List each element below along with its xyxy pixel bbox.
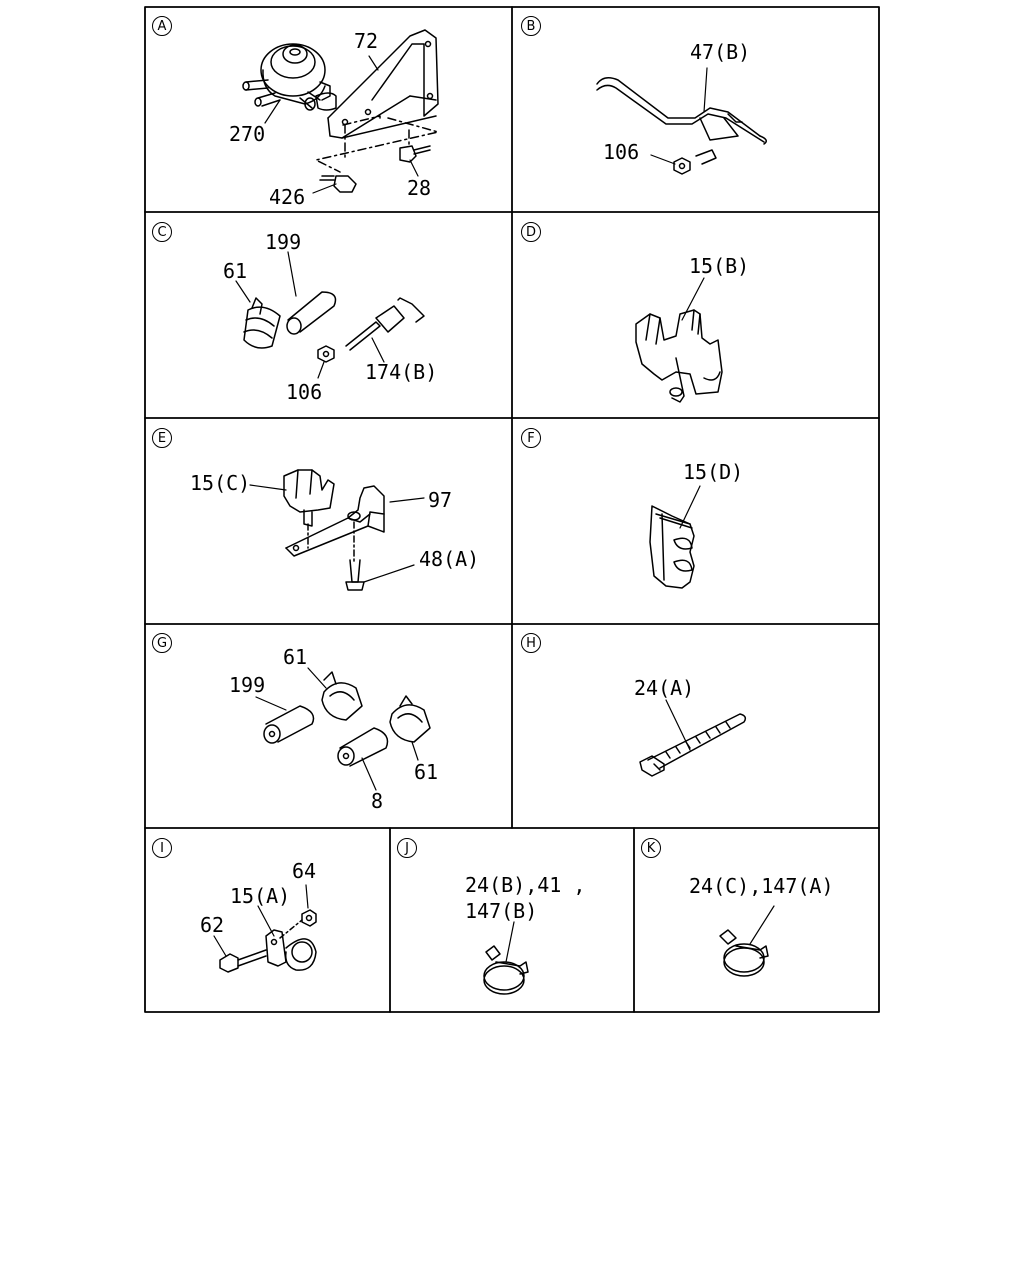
- label-15d: 15(D): [683, 460, 744, 484]
- pipe-47b: [596, 77, 767, 145]
- clip-61-g1: [321, 671, 363, 721]
- label-64: 64: [292, 859, 317, 883]
- leaders-a: [264, 55, 419, 194]
- clip-15c: [283, 469, 335, 527]
- panel-j-drawing: [483, 921, 529, 995]
- panel-k-tag: K: [641, 838, 661, 858]
- label-61-g1: 61: [283, 645, 308, 669]
- panel-a-tag: A: [152, 16, 172, 36]
- bracket-72: [315, 29, 439, 139]
- cable-tie-24a: [639, 713, 747, 777]
- panel-i-tag: I: [152, 838, 172, 858]
- leaders-b: [650, 67, 708, 165]
- panel-g-tag: G: [152, 633, 172, 653]
- label-61-c: 61: [223, 259, 248, 283]
- panel-e-drawing: [249, 469, 425, 591]
- leaders-j: [505, 921, 515, 963]
- grid-frame: [144, 6, 880, 1013]
- hose-clamp-k: [719, 929, 769, 977]
- label-15a: 15(A): [230, 884, 291, 908]
- label-199-c: 199: [265, 230, 302, 254]
- panel-d-drawing: [635, 277, 723, 403]
- label-62: 62: [200, 913, 225, 937]
- bolt-28: [399, 145, 431, 163]
- label-15b: 15(B): [689, 254, 750, 278]
- label-97: 97: [428, 488, 453, 512]
- bolt-48a: [307, 521, 355, 563]
- panel-f-tag: F: [521, 428, 541, 448]
- clip-15a: [265, 929, 317, 971]
- nut-106-c: [317, 345, 335, 363]
- leaders-f: [679, 485, 701, 529]
- label-106-b: 106: [603, 140, 640, 164]
- label-8: 8: [371, 789, 384, 813]
- leaders-k: [749, 905, 775, 945]
- clip-15d: [649, 505, 695, 589]
- tube-199-c: [286, 291, 337, 335]
- panel-c-drawing: [235, 251, 425, 379]
- hose-clamp-j: [483, 945, 529, 995]
- clip-61-c: [243, 297, 281, 349]
- bolt-62: [219, 949, 267, 973]
- leaders-c: [235, 251, 385, 379]
- clip-15b: [635, 309, 723, 403]
- label-174b: 174(B): [365, 360, 438, 384]
- leaders-h: [665, 699, 691, 751]
- label-24a: 24(A): [634, 676, 695, 700]
- label-426: 426: [269, 185, 306, 209]
- panel-j-tag: J: [397, 838, 417, 858]
- panel-h-drawing: [639, 699, 747, 777]
- mount-line-i: [279, 919, 303, 939]
- tube-8: [337, 727, 389, 767]
- label-48a: 48(A): [419, 547, 480, 571]
- label-270: 270: [229, 122, 266, 146]
- panel-b-tag: B: [521, 16, 541, 36]
- leaders-d: [681, 277, 705, 321]
- nut-106-b: [673, 149, 717, 175]
- panel-i-drawing: [213, 884, 317, 973]
- label-199-g: 199: [229, 673, 266, 697]
- panel-b-drawing: [596, 67, 767, 175]
- label-106-c: 106: [286, 380, 323, 404]
- panel-k-drawing: [719, 905, 775, 977]
- label-47b: 47(B): [690, 40, 751, 64]
- label-72: 72: [354, 29, 379, 53]
- label-28: 28: [407, 176, 432, 200]
- label-j-line2: 147(B): [465, 899, 538, 923]
- label-j-line1: 24(B),41 ,: [465, 873, 586, 897]
- panel-c-tag: C: [152, 222, 172, 242]
- panel-h-tag: H: [521, 633, 541, 653]
- leaders-e: [249, 484, 425, 583]
- panel-g-drawing: [255, 667, 431, 791]
- label-15c: 15(C): [190, 471, 251, 495]
- vacuum-valve-270: [242, 43, 331, 111]
- leaders-g: [255, 667, 419, 791]
- panel-a-drawing: [242, 29, 439, 194]
- leaders-i: [213, 884, 309, 957]
- tube-199-g: [263, 705, 315, 744]
- panel-f-drawing: [649, 485, 701, 589]
- panel-d-tag: D: [521, 222, 541, 242]
- nut-64: [301, 909, 317, 927]
- mount-lines-a: [315, 115, 439, 173]
- clip-61-g2: [389, 695, 431, 743]
- panel-e-tag: E: [152, 428, 172, 448]
- bracket-97: [285, 485, 385, 557]
- label-k-line1: 24(C),147(A): [689, 874, 834, 898]
- screw-48a: [345, 559, 365, 591]
- connector-174b: [345, 297, 425, 351]
- label-61-g2: 61: [414, 760, 439, 784]
- bolt-426: [319, 175, 357, 193]
